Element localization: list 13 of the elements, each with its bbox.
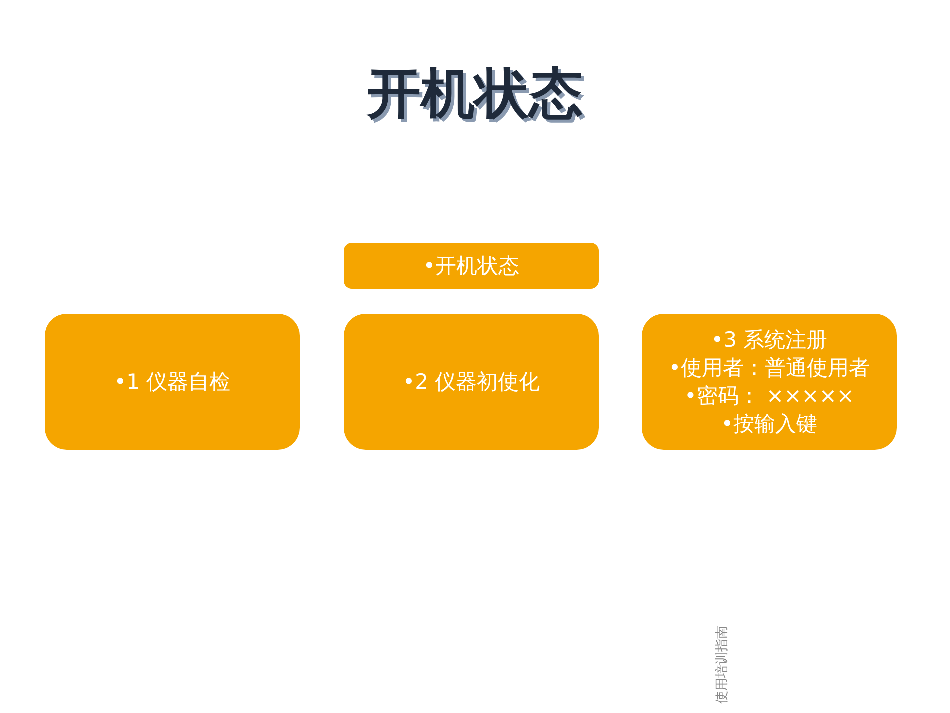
title: 开机状态	[366, 61, 584, 127]
step-box	[45, 314, 300, 450]
step-box	[344, 314, 599, 450]
step-box	[642, 314, 897, 450]
box-text: •2 仪器初使化	[402, 369, 540, 396]
box-text: •按输入键	[721, 411, 818, 438]
box-text: •1 仪器自检	[114, 369, 231, 396]
box-text: •密码： ×××××	[684, 383, 855, 410]
box-text: •使用者：普通使用者	[668, 355, 870, 382]
header-box	[344, 243, 599, 289]
footer-text: 使用培训指南	[714, 626, 731, 704]
box-text: •开机状态	[423, 253, 520, 280]
box-text: •3 系统注册	[711, 327, 828, 354]
